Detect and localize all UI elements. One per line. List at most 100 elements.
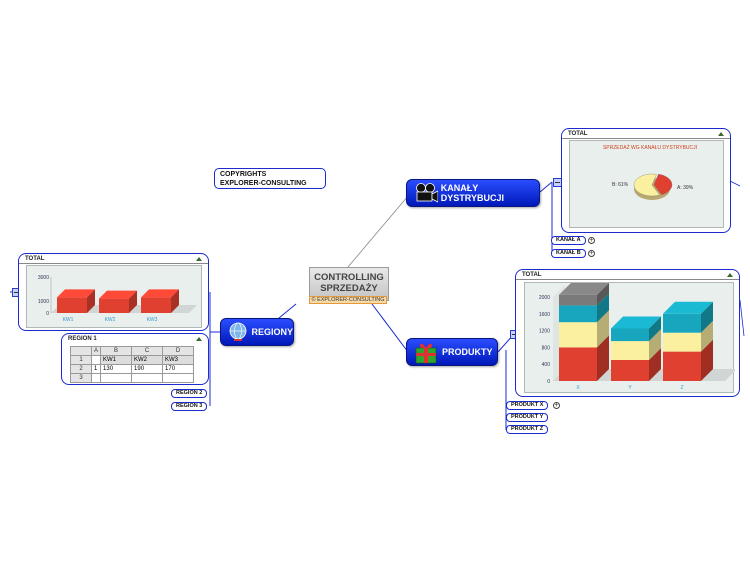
y-tick-label: 0 [46, 311, 49, 317]
stack-segment-front [559, 305, 597, 323]
leaf-produkt-z[interactable]: PRODUKT Z [506, 425, 549, 434]
table-cell[interactable]: KW2 [131, 355, 164, 365]
branch-kanaly-label: KANAŁY DYSTRYBUCJI [440, 183, 504, 203]
bar-side [87, 289, 95, 313]
table-cell[interactable] [131, 373, 164, 383]
stack-segment-side [649, 316, 661, 342]
x-tick-label: Z [680, 385, 683, 391]
y-tick-label: 1200 [539, 329, 550, 335]
stack-segment-side [597, 310, 609, 348]
film-camera-icon [416, 183, 438, 203]
leaf-region-2[interactable]: REGION 2 [171, 389, 208, 398]
pie-title: SPRZEDAŻ WG KANAŁU DYSTRYBUCJI [603, 144, 697, 151]
leaf-kanal-b[interactable]: KANAŁ B [551, 249, 586, 258]
leaf-produkt-y[interactable]: PRODUKT Y [506, 413, 549, 422]
pie-label-a: A: 39% [677, 185, 694, 191]
y-tick-label: 800 [542, 345, 551, 351]
branch-kanaly-dystrybucji[interactable]: KANAŁY DYSTRYBUCJI [406, 179, 540, 207]
stack-segment-side [701, 320, 713, 352]
copyright-line1: COPYRIGHTS [220, 171, 267, 178]
produkty-panel-title: TOTAL [522, 271, 542, 278]
stack-segment-side [597, 335, 609, 381]
collapse-triangle-icon[interactable] [196, 256, 202, 261]
leaf-region-3[interactable]: REGION 3 [171, 402, 208, 411]
region1-panel: REGION 1 A B C D 1 KW1 KW2 KW3 2 1 130 1… [61, 333, 209, 385]
table-cell[interactable]: 130 [100, 364, 133, 374]
central-subtitle: © EXPLORER-CONSULTING [309, 296, 387, 304]
col-header: D [162, 346, 195, 356]
stack-segment-side [649, 348, 661, 381]
expand-produkt-x-icon[interactable]: + [553, 402, 560, 409]
table-cell[interactable]: 1 [90, 364, 102, 374]
collapse-triangle-icon[interactable] [196, 336, 202, 341]
col-header: C [131, 346, 164, 356]
table-cell[interactable] [90, 373, 102, 383]
bar-top [57, 289, 95, 298]
region1-title: REGION 1 [68, 335, 97, 342]
stack-segment-front [559, 347, 597, 381]
pie-label-b: B: 61% [612, 182, 629, 188]
kanaly-total-panel: TOTAL SPRZEDAŻ WG KANAŁU DYSTRYBUCJI B: … [561, 128, 731, 233]
pie-chart-area: SPRZEDAŻ WG KANAŁU DYSTRYBUCJI B: 61% A:… [569, 140, 724, 228]
x-tick-label: Y [628, 385, 632, 391]
bar-front [99, 298, 129, 313]
x-tick-label: X [576, 385, 580, 391]
stack-segment-front [611, 360, 649, 381]
central-topic[interactable]: CONTROLLING SPRZEDAŻY [309, 267, 389, 301]
leaf-produkt-x[interactable]: PRODUKT X [506, 401, 549, 410]
regiony-panel-title: TOTAL [25, 255, 45, 262]
central-title-line1: CONTROLLING [314, 272, 384, 283]
table-row: 3 [70, 373, 195, 383]
bar-front [57, 297, 87, 313]
stack-segment-side [649, 329, 661, 360]
stack-top [559, 282, 609, 295]
stack-segment-front [663, 351, 701, 381]
stack-segment-front [559, 294, 597, 306]
y-tick-label: 400 [542, 362, 551, 368]
table-cell[interactable]: 190 [131, 364, 164, 374]
branch-regiony[interactable]: REGIONY [220, 318, 294, 346]
globe-icon [229, 322, 247, 341]
row-header: 3 [70, 373, 92, 383]
stack-segment-front [663, 332, 701, 352]
stack-segment-side [597, 282, 609, 306]
table-cell[interactable] [90, 355, 102, 365]
collapse-triangle-icon[interactable] [727, 272, 733, 277]
expand-kanal-b-icon[interactable]: + [588, 250, 595, 257]
central-title-line2: SPRZEDAŻY [320, 283, 378, 294]
copyright-note: COPYRIGHTS EXPLORER-CONSULTING [214, 168, 326, 189]
table-cell[interactable]: 170 [162, 364, 195, 374]
stack-top [663, 301, 713, 314]
bar-front [141, 297, 171, 313]
expand-kanal-a-icon[interactable]: + [588, 237, 595, 244]
y-tick-label: 0 [547, 379, 550, 385]
table-cell[interactable]: KW1 [100, 355, 133, 365]
stack-segment-side [701, 301, 713, 333]
collapse-triangle-icon[interactable] [718, 131, 724, 136]
row-header: 1 [70, 355, 92, 365]
table-cell[interactable] [162, 373, 195, 383]
x-tick-label: KW1 [63, 317, 74, 323]
bar-top [99, 290, 137, 299]
stack-segment-front [559, 322, 597, 348]
stack-segment-front [611, 328, 649, 342]
branch-produkty[interactable]: PRODUKTY [406, 338, 498, 366]
leaf-kanal-a[interactable]: KANAŁ A [551, 236, 586, 245]
col-header: A [90, 346, 102, 356]
bar-side [129, 290, 137, 313]
bar-top [141, 289, 179, 298]
table-cell[interactable] [100, 373, 133, 383]
pie-slice [653, 173, 673, 195]
x-tick-label: KW2 [105, 317, 116, 323]
table-row: 1 KW1 KW2 KW3 [70, 355, 195, 365]
y-tick-label: 1600 [539, 312, 550, 318]
stack-top [611, 316, 661, 329]
y-tick-label: 3000 [38, 275, 49, 281]
col-header: B [100, 346, 133, 356]
table-cell[interactable]: KW3 [162, 355, 195, 365]
